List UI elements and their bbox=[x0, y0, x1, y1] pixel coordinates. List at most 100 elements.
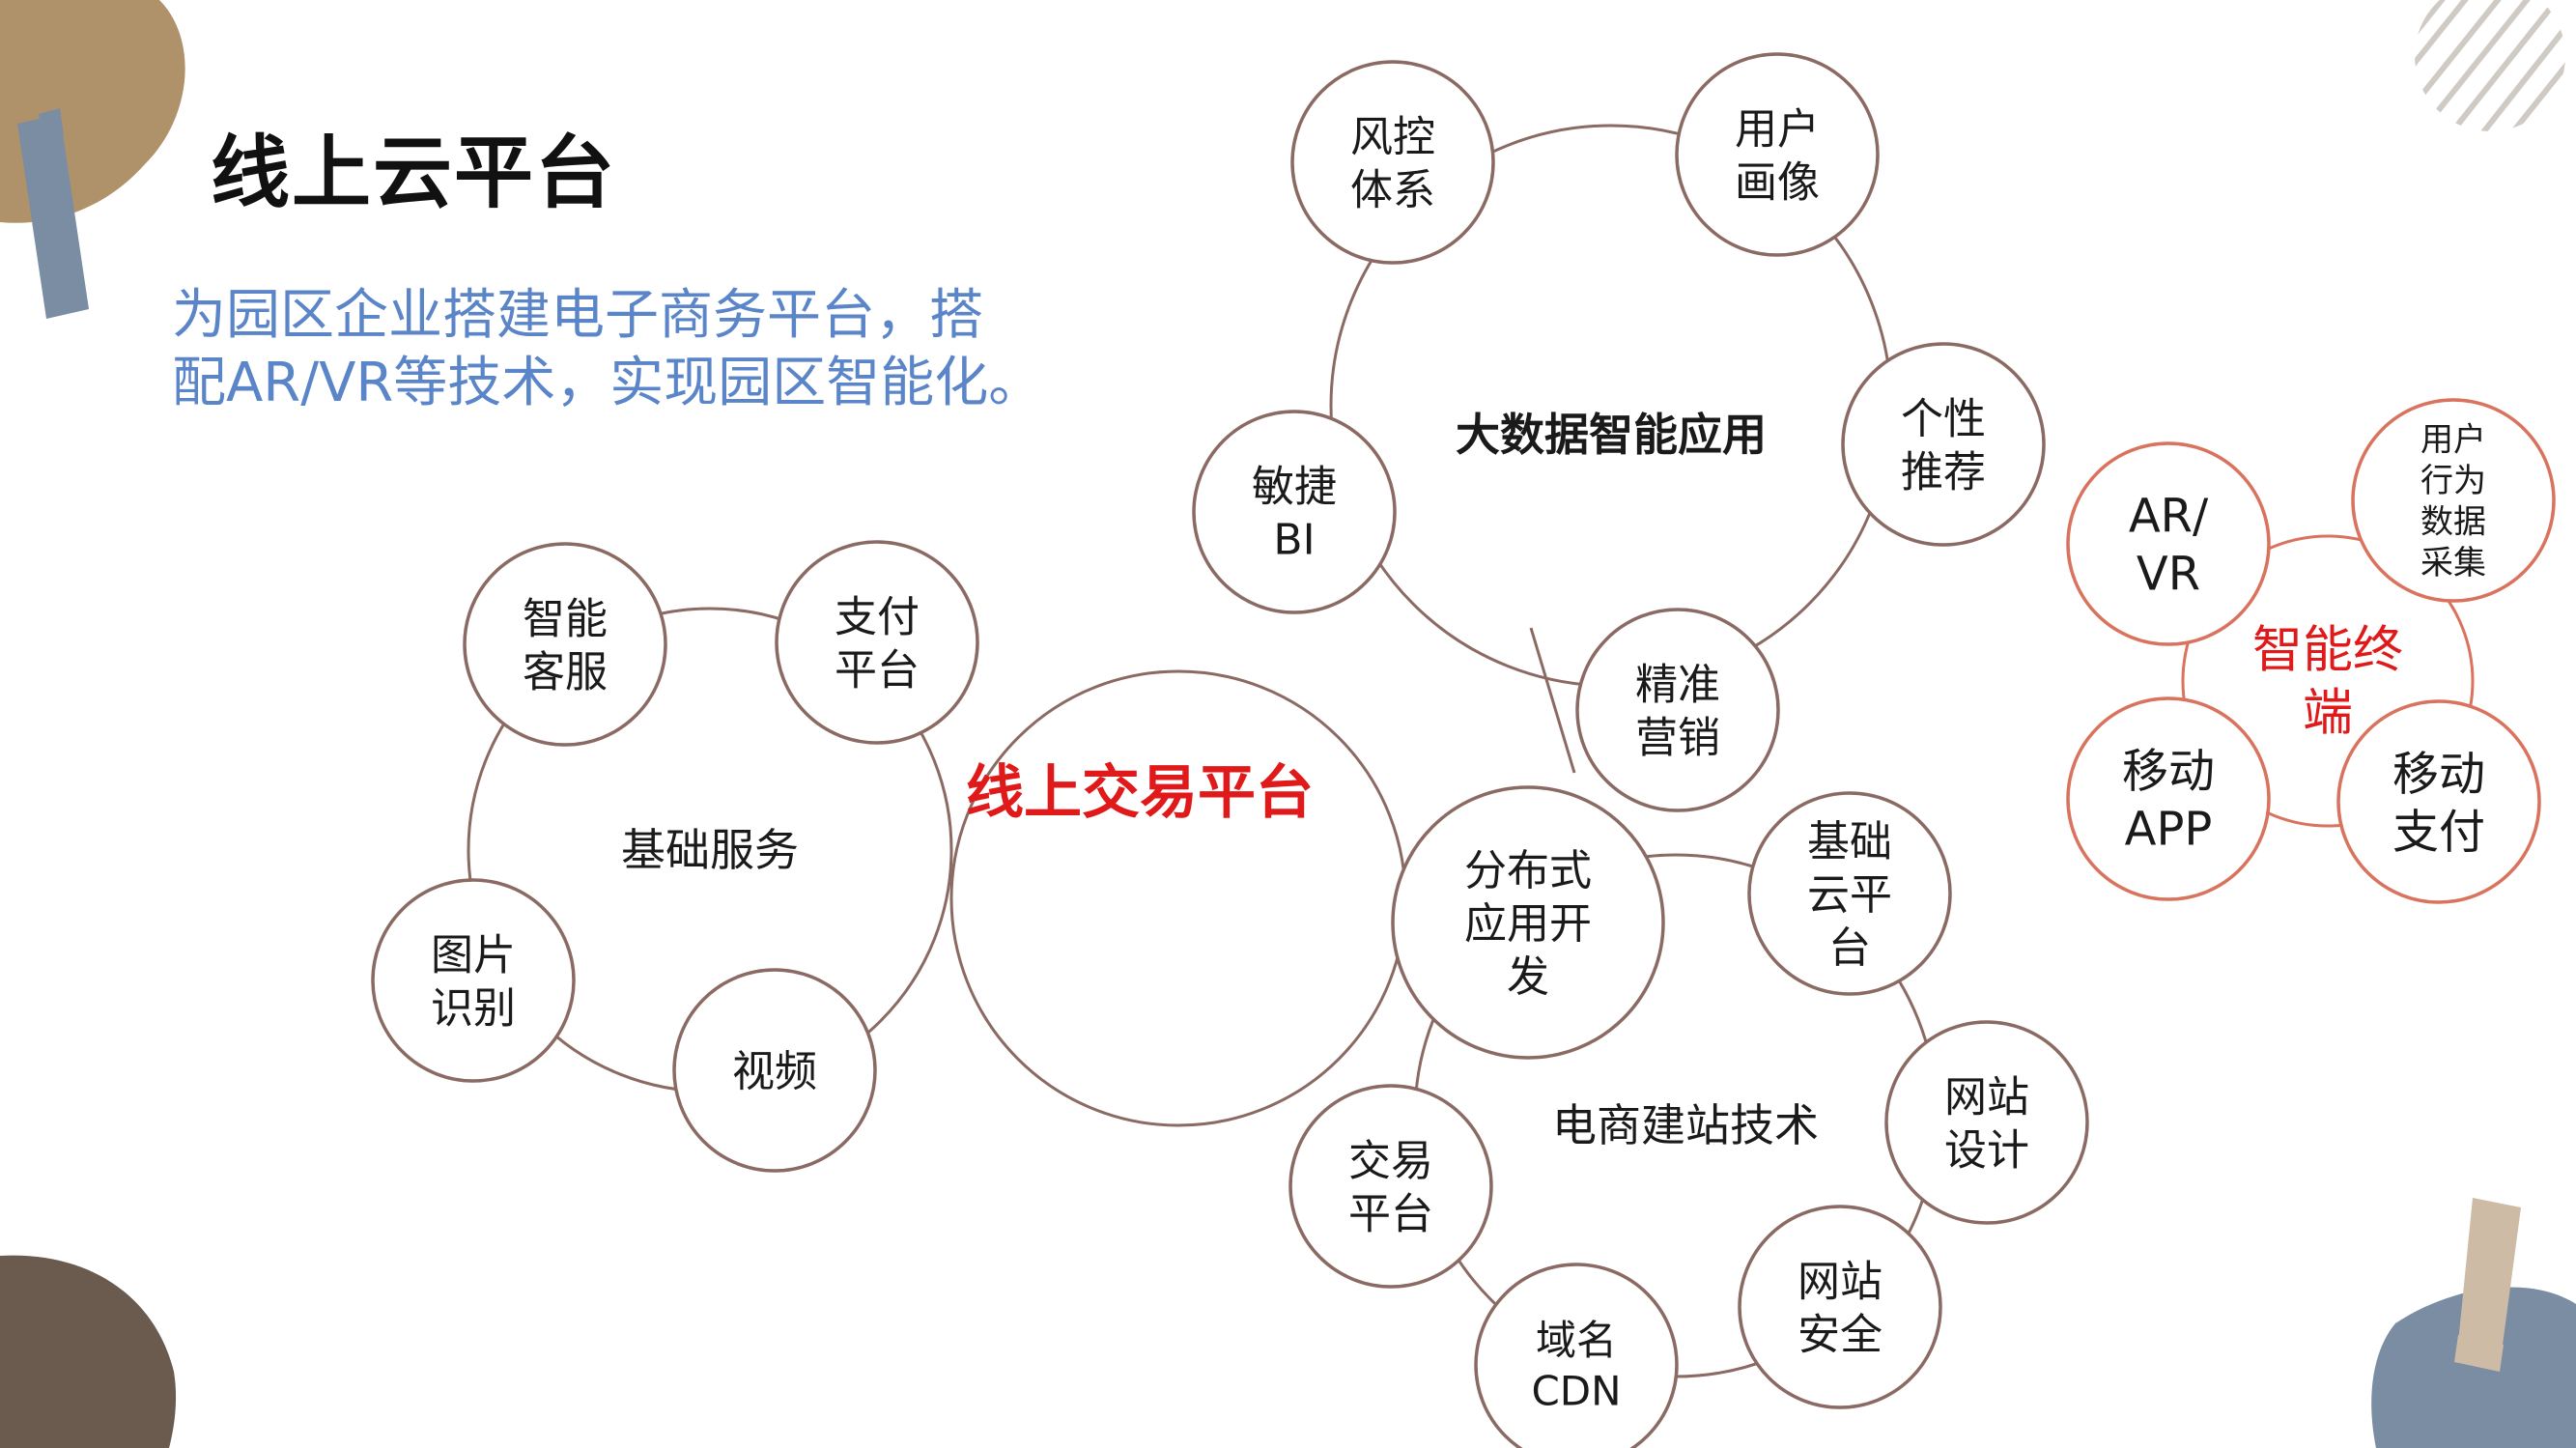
node-profile-label: 画像 bbox=[1735, 157, 1820, 207]
node-trade: 交易平台 bbox=[1288, 1084, 1493, 1289]
cluster-smart-terminal-label: 端 bbox=[2303, 685, 2353, 743]
node-service-label: 客服 bbox=[523, 647, 608, 696]
subtitle-line-1: 为园区企业搭建电子商务平台，搭 bbox=[172, 284, 983, 347]
node-recommend-label: 推荐 bbox=[1901, 447, 1986, 497]
node-webdesign-circle bbox=[1884, 1020, 2089, 1225]
core-node-trade-platform-label: 线上交易平台 bbox=[966, 759, 1314, 827]
node-behavior-label: 数据 bbox=[2420, 502, 2486, 541]
page-title: 线上云平台 bbox=[211, 128, 617, 219]
node-basecloud-circle bbox=[1747, 791, 1952, 996]
decoration-bottom-left bbox=[0, 1255, 177, 1448]
node-app-circle bbox=[2066, 696, 2271, 901]
node-bi-label: BI bbox=[1273, 515, 1315, 564]
node-marketing-label: 营销 bbox=[1635, 713, 1720, 762]
node-risk-circle bbox=[1290, 60, 1495, 265]
node-recommend-label: 个性 bbox=[1901, 394, 1986, 443]
node-circles: 风控体系用户画像个性推荐精准营销敏捷BI支付平台智能客服图片识别视频分布式应用开… bbox=[371, 52, 2556, 1448]
node-video-label: 视频 bbox=[732, 1047, 817, 1096]
node-service-label: 智能 bbox=[523, 594, 608, 643]
page-subtitle: 为园区企业搭建电子商务平台，搭 配AR/VR等技术，实现园区智能化。 bbox=[172, 282, 1043, 417]
node-image-label: 图片 bbox=[431, 930, 516, 980]
node-basecloud-label: 基础 bbox=[1807, 817, 1892, 866]
node-domain-label: CDN bbox=[1531, 1367, 1621, 1414]
node-distributed-label: 发 bbox=[1507, 952, 1549, 1002]
node-bi-label: 敏捷 bbox=[1252, 462, 1337, 511]
node-behavior-circle bbox=[2351, 398, 2556, 603]
node-distributed-label: 分布式 bbox=[1464, 846, 1592, 895]
node-webdesign-label: 设计 bbox=[1944, 1125, 2029, 1175]
node-bi-circle bbox=[1192, 410, 1397, 614]
node-video: 视频 bbox=[672, 968, 877, 1173]
node-marketing-label: 精准 bbox=[1635, 660, 1720, 709]
node-trade-label: 平台 bbox=[1348, 1189, 1433, 1238]
node-behavior-label: 用户 bbox=[2420, 420, 2486, 459]
node-trade-circle bbox=[1288, 1084, 1493, 1289]
node-recommend-circle bbox=[1841, 342, 2046, 547]
node-arvr-label: VR bbox=[2137, 547, 2200, 601]
node-webdesign-label: 网站 bbox=[1944, 1072, 2029, 1121]
node-domain-label: 域名 bbox=[1536, 1317, 1617, 1364]
node-pay-circle bbox=[775, 540, 979, 745]
node-marketing-circle bbox=[1575, 608, 1780, 812]
node-domain-circle bbox=[1474, 1263, 1679, 1448]
cluster-smart-terminal-label: 智能终 bbox=[2252, 622, 2403, 680]
node-mpay-circle bbox=[2336, 699, 2541, 904]
core-node-trade-platform-ring bbox=[949, 669, 1407, 1127]
node-distributed-label: 应用开 bbox=[1464, 899, 1592, 949]
cluster-ecommerce-label: 电商建站技术 bbox=[1552, 1099, 1819, 1151]
node-distributed-circle bbox=[1391, 785, 1665, 1060]
node-websec-label: 安全 bbox=[1798, 1310, 1882, 1359]
cluster-basic-services-label: 基础服务 bbox=[621, 824, 799, 876]
link-core-marketing bbox=[1529, 627, 1576, 774]
decoration-top-right bbox=[2415, 0, 2565, 131]
subtitle-line-2: 配AR/VR等技术，实现园区智能化。 bbox=[172, 352, 1043, 414]
node-service-circle bbox=[463, 542, 667, 747]
node-profile-circle bbox=[1675, 52, 1880, 257]
node-arvr-circle bbox=[2066, 441, 2271, 646]
node-trade-label: 交易 bbox=[1348, 1136, 1433, 1185]
node-behavior-label: 行为 bbox=[2420, 462, 2486, 500]
node-risk-label: 风控 bbox=[1350, 112, 1435, 161]
node-profile-label: 用户 bbox=[1735, 104, 1820, 154]
decoration-bottom-right bbox=[2371, 1198, 2576, 1448]
node-video-circle bbox=[672, 968, 877, 1173]
node-behavior-label: 采集 bbox=[2420, 544, 2486, 582]
diagram-links bbox=[1529, 627, 1576, 774]
cluster-big-data-label: 大数据智能应用 bbox=[1456, 409, 1767, 461]
node-app-label: 移动 bbox=[2122, 744, 2215, 798]
node-basecloud-label: 云平 bbox=[1807, 870, 1892, 920]
node-image-label: 识别 bbox=[431, 983, 516, 1033]
node-app-label: APP bbox=[2125, 802, 2213, 856]
cluster-smart-terminal-ring bbox=[2181, 534, 2475, 828]
node-pay-label: 支付 bbox=[835, 592, 920, 641]
node-risk-label: 体系 bbox=[1350, 165, 1435, 214]
node-pay-label: 平台 bbox=[835, 645, 920, 695]
node-websec-label: 网站 bbox=[1798, 1257, 1882, 1306]
node-websec-circle bbox=[1738, 1205, 1942, 1409]
node-arvr-label: AR/ bbox=[2129, 489, 2209, 543]
node-mpay-label: 移动 bbox=[2392, 747, 2485, 801]
node-mpay-label: 支付 bbox=[2392, 805, 2485, 859]
node-arvr: AR/VR bbox=[2066, 441, 2271, 646]
node-image-circle bbox=[371, 878, 576, 1083]
core-node-trade-platform: 线上交易平台 bbox=[949, 669, 1407, 1127]
